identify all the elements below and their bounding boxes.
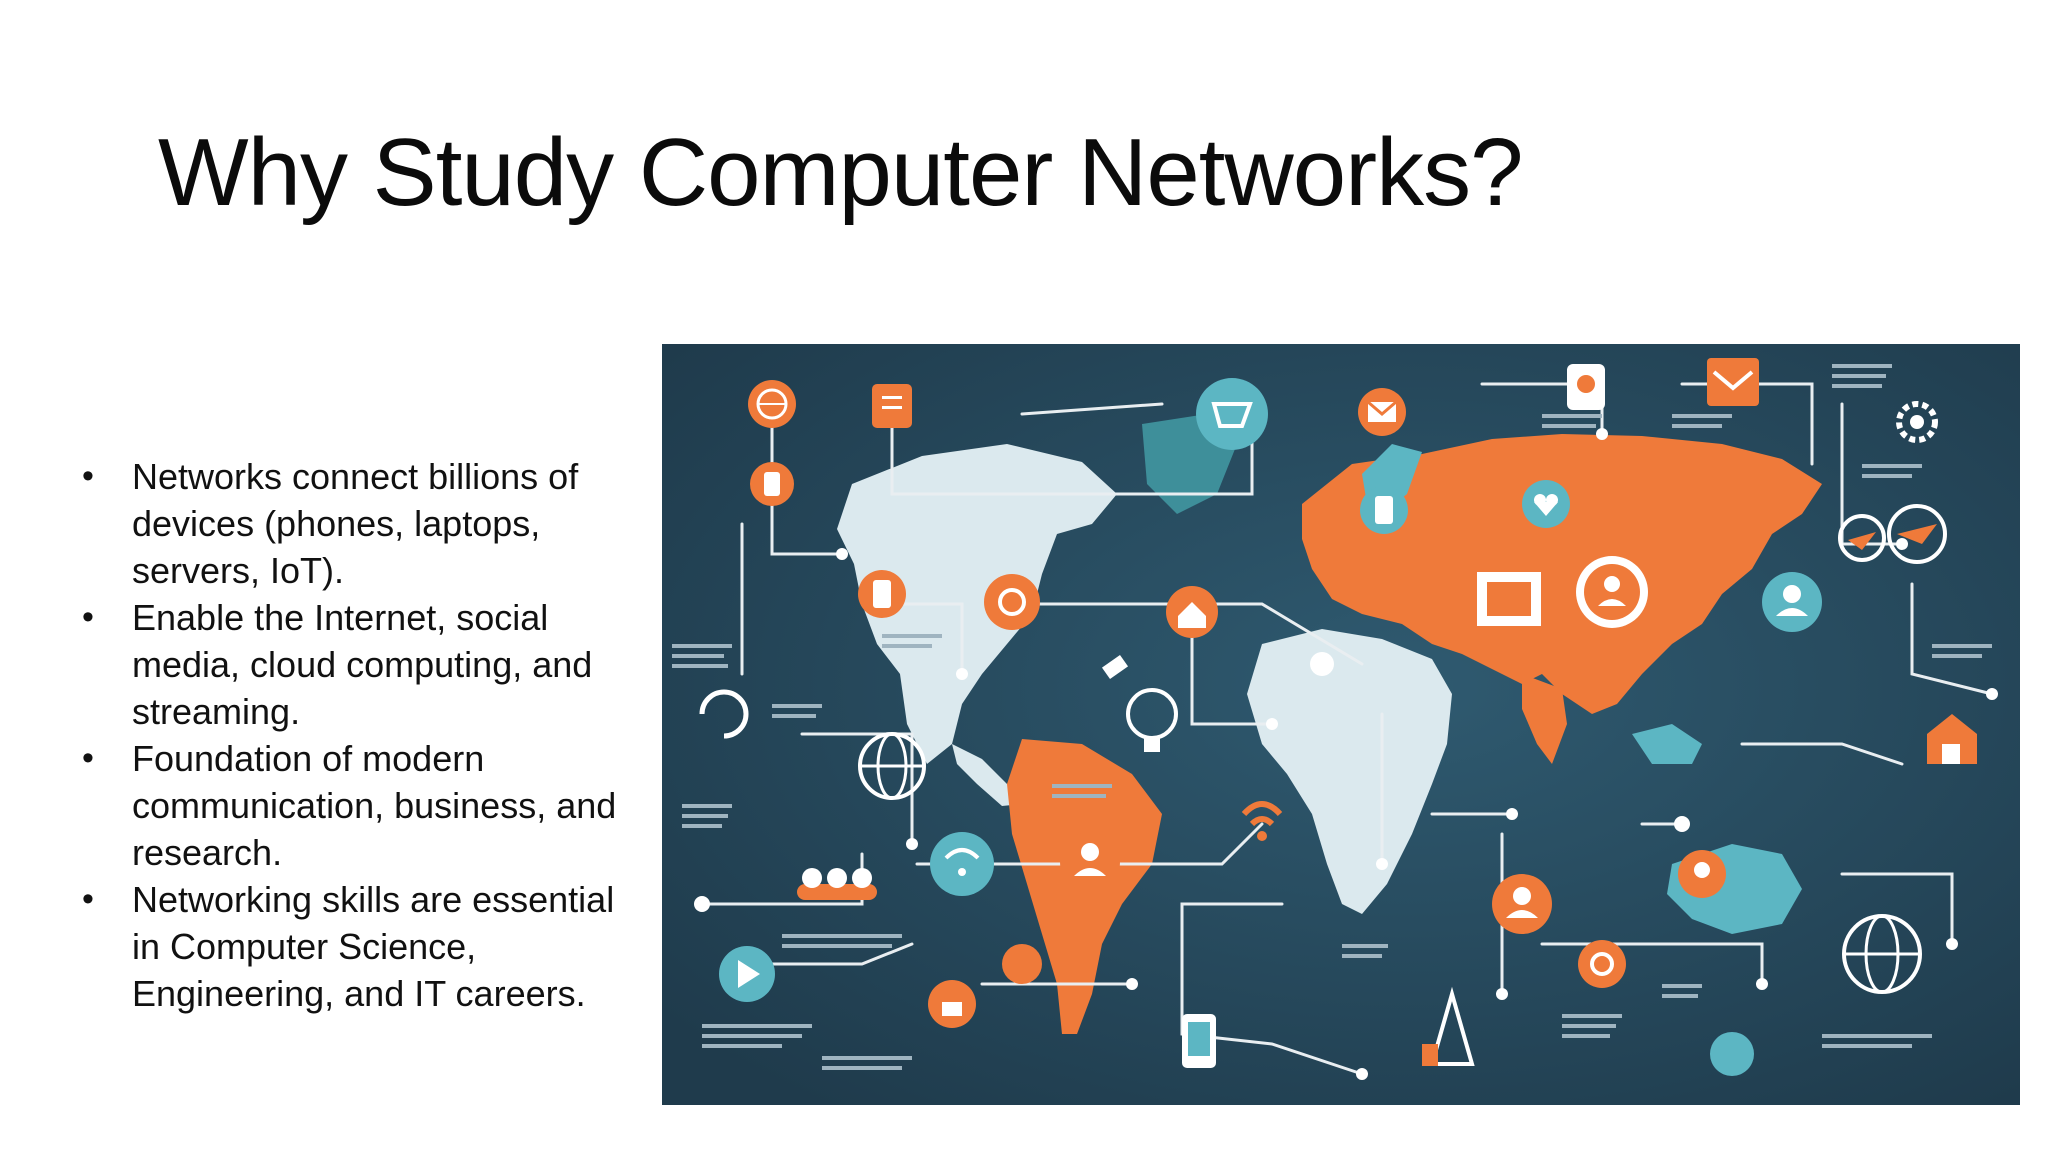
bullet-item: Networking skills are essential in Compu… bbox=[82, 876, 622, 1017]
bullet-item: Foundation of modern communication, busi… bbox=[82, 735, 622, 876]
monitor-icon bbox=[1477, 572, 1541, 626]
shopping-cart-icon bbox=[1196, 378, 1268, 450]
document-icon bbox=[872, 384, 912, 428]
network-tower-icon bbox=[1422, 986, 1475, 1066]
mail-icon bbox=[1707, 358, 1759, 406]
location-pin-icon bbox=[1678, 850, 1726, 898]
africa-shape bbox=[1247, 629, 1452, 914]
lightbulb-icon bbox=[1126, 688, 1178, 752]
southeast-asia-shape bbox=[1632, 724, 1702, 764]
wifi-icon bbox=[1241, 801, 1283, 841]
world-globe-icon bbox=[1842, 914, 1922, 994]
lock-icon bbox=[928, 980, 976, 1028]
chat-bubble-icon bbox=[1002, 944, 1042, 984]
smartphone-icon bbox=[858, 570, 906, 618]
satellite-icon bbox=[1101, 654, 1129, 680]
smartphone-icon bbox=[1182, 1014, 1216, 1068]
slide-title: Why Study Computer Networks? bbox=[158, 119, 1523, 226]
chat-bubble-icon bbox=[984, 574, 1040, 630]
bullet-item: Networks connect billions of devices (ph… bbox=[82, 453, 622, 594]
world-network-illustration bbox=[662, 344, 2020, 1105]
gear-icon bbox=[1896, 401, 1938, 443]
decorative-text-blocks bbox=[672, 364, 1992, 1070]
north-america-shape bbox=[837, 444, 1117, 764]
play-icon bbox=[719, 946, 775, 1002]
user-icon bbox=[1576, 556, 1648, 628]
home-icon bbox=[1166, 586, 1218, 638]
mail-icon bbox=[1358, 388, 1406, 436]
bullet-list: Networks connect billions of devices (ph… bbox=[82, 453, 622, 1017]
india-shape bbox=[1522, 674, 1567, 764]
user-icon bbox=[1492, 874, 1552, 934]
bullet-item: Enable the Internet, social media, cloud… bbox=[82, 594, 622, 735]
wifi-icon bbox=[930, 832, 994, 896]
send-icon bbox=[1838, 514, 1886, 562]
chat-bubble-icon bbox=[1710, 1032, 1754, 1076]
connection-lines bbox=[700, 382, 1994, 1076]
chat-bubble-icon bbox=[1578, 940, 1626, 988]
central-america-shape bbox=[952, 744, 1022, 806]
world-globe-icon bbox=[858, 732, 926, 800]
user-icon bbox=[1060, 832, 1120, 892]
home-icon bbox=[1927, 714, 1977, 764]
smartphone-icon bbox=[750, 462, 794, 506]
location-pin-icon bbox=[1567, 364, 1605, 410]
user-icon bbox=[1762, 572, 1822, 632]
globe-icon bbox=[748, 380, 796, 428]
world-map-network-graphic bbox=[662, 344, 2020, 1105]
heart-icon bbox=[1522, 480, 1570, 528]
group-icon bbox=[797, 868, 877, 900]
smartphone-icon bbox=[1360, 486, 1408, 534]
shield-icon bbox=[1887, 504, 1947, 564]
refresh-icon bbox=[699, 689, 749, 739]
eurasia-shape bbox=[1302, 434, 1822, 714]
network-nodes bbox=[694, 428, 1998, 1080]
